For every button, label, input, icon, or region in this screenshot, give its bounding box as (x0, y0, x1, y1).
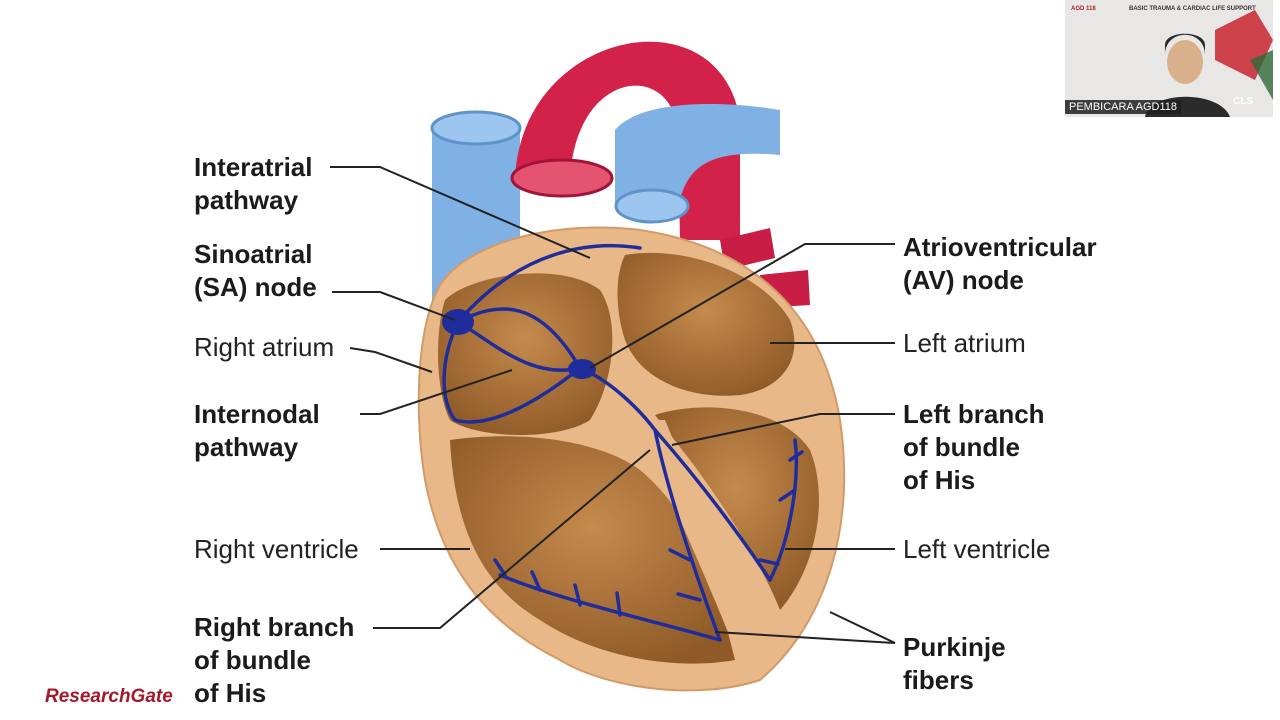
aortic-arch (515, 41, 740, 240)
label-left-atrium: Left atrium (903, 328, 1026, 358)
label-right-atrium: Right atrium (194, 332, 335, 362)
left-atrium-chamber (617, 252, 795, 396)
pulmonary-opening (614, 188, 690, 224)
researchgate-watermark: ResearchGate (45, 686, 173, 707)
sa-node (442, 309, 474, 335)
interventricular-septum (640, 420, 755, 650)
leader-lines (330, 166, 896, 644)
label-sa-node: Sinoatrial(SA) node (194, 239, 317, 302)
pulmonary-trunk (615, 104, 780, 210)
video-banner: AGD 118 BASIC TRAUMA & CARDIAC LIFE SUPP… (1071, 6, 1269, 16)
superior-vena-cava-opening (430, 110, 522, 146)
right-atrium-chamber (438, 273, 613, 435)
banner-title: BASIC TRAUMA & CARDIAC LIFE SUPPORT (1129, 6, 1256, 12)
agd-logo: AGD 118 (1071, 6, 1096, 12)
label-left-ventricle: Left ventricle (903, 534, 1051, 564)
label-av-node: Atrioventricular(AV) node (903, 232, 1097, 295)
cls-text: CLS (1233, 96, 1253, 107)
av-node (568, 359, 596, 379)
right-ventricle-chamber (450, 436, 735, 664)
speaker-video-overlay[interactable]: AGD 118 BASIC TRAUMA & CARDIAC LIFE SUPP… (1065, 0, 1273, 117)
aortic-opening (510, 158, 614, 198)
label-right-ventricle: Right ventricle (194, 534, 359, 564)
speaker-name-tag: PEMBICARA AGD118 (1065, 100, 1182, 114)
